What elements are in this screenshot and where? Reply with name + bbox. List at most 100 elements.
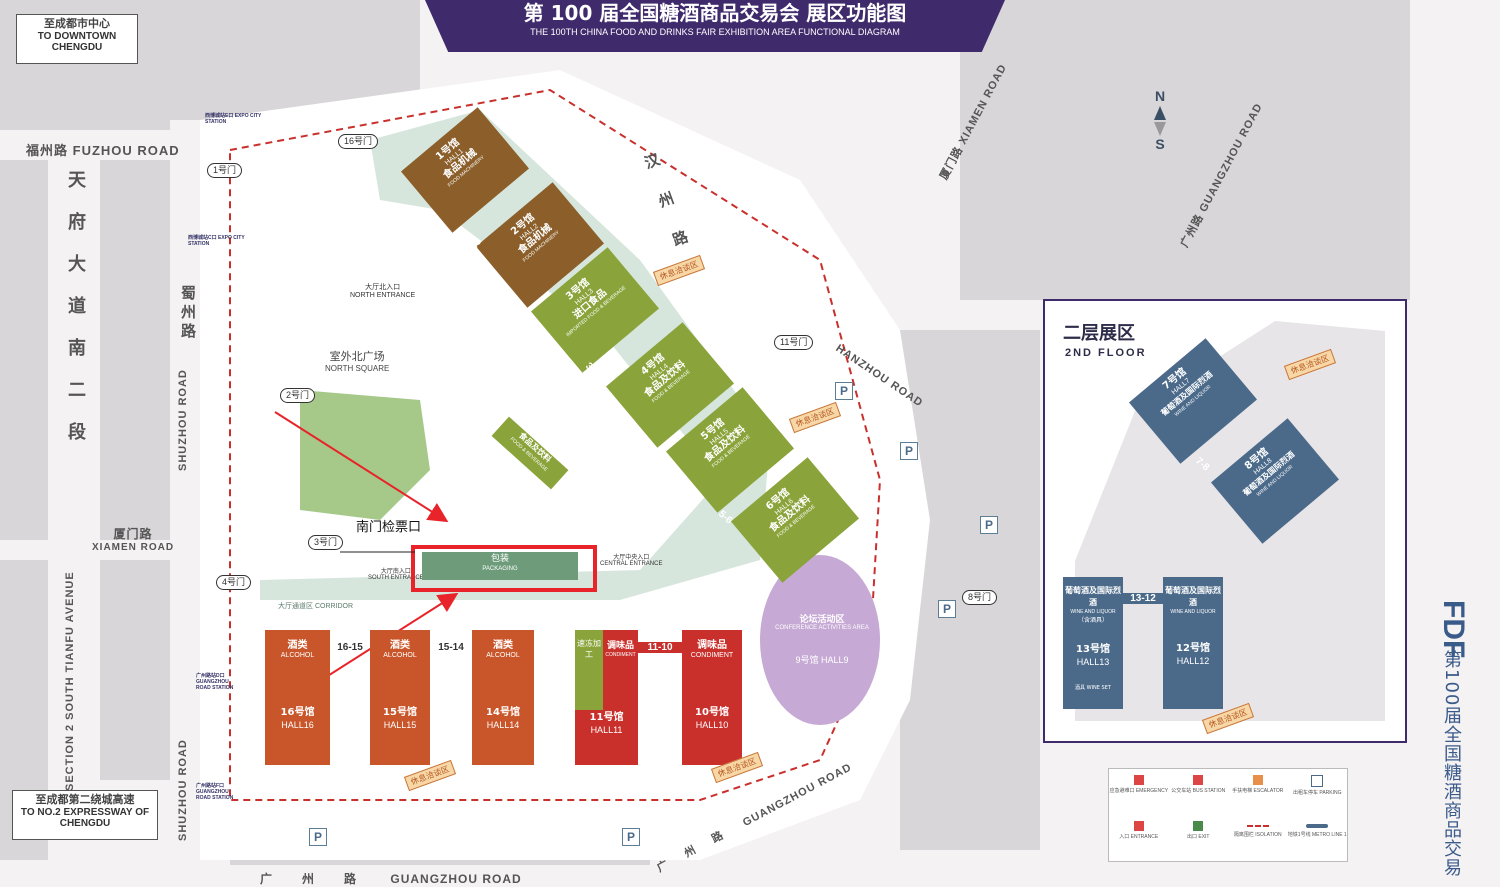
- hall-11-name: 11号馆: [589, 712, 624, 723]
- legend-label: 出租车停车 PARKING: [1292, 790, 1342, 796]
- brand-side-text: 第100届全国糖酒商品交易: [1441, 650, 1462, 878]
- legend-label: 应急避难口 EMERGENCY: [1109, 788, 1169, 794]
- station-expo-city-2: 西博城站C口 EXPO CITY STATION: [188, 235, 245, 247]
- connector-13-12: 13-12: [1123, 593, 1163, 604]
- hall-13-name: 13号馆: [1076, 644, 1110, 655]
- hall-15-name: 15号馆: [383, 707, 417, 718]
- central-entrance-en: CENTRAL ENTRANCE: [600, 561, 663, 567]
- conference-cn: 论坛活动区: [799, 615, 845, 625]
- hall-15-cat: 酒类: [390, 640, 410, 651]
- sign-downtown: 至成都市中心 TO DOWNTOWN CHENGDU: [16, 14, 138, 64]
- hall-10[interactable]: 调味品 CONDIMENT 10号馆 HALL10: [682, 630, 742, 765]
- wine-set-label: 酒具 WINE SET: [1075, 685, 1111, 691]
- hall-14-cat-en: ALCOHOL: [486, 652, 520, 659]
- hall-14-name: 14号馆: [486, 707, 520, 718]
- connector-15-14: 15-14: [438, 642, 464, 653]
- gate-2: 2号门: [280, 388, 316, 403]
- title-banner: 第 100 届全国糖酒商品交易会 展区功能图 THE 100TH CHINA F…: [425, 0, 1005, 52]
- frozen-block[interactable]: 速冻加工: [575, 630, 603, 710]
- legend-label: 公交车站 BUS STATION: [1171, 788, 1226, 794]
- legend-label: 手扶电梯 ESCALATOR: [1232, 788, 1284, 794]
- legend-item: 出租车停车 PARKING: [1288, 769, 1348, 815]
- legend-label: 地铁1号线 METRO LINE 1: [1287, 832, 1347, 838]
- parking-icon-1: P: [835, 382, 853, 400]
- legend-label: 隔离围栏 ISOLATION: [1233, 832, 1282, 838]
- road-fuzhou-cn: 福州路: [26, 144, 69, 159]
- road-guangzhou-bottom: 广州路 GUANGZHOU ROAD: [260, 870, 522, 887]
- connector-11-10: 11-10: [638, 642, 682, 653]
- hall-12-name: 12号馆: [1176, 643, 1210, 654]
- gate-8: 8号门: [962, 590, 998, 605]
- hall-10-en: HALL10: [695, 720, 729, 730]
- second-floor-subtitle: 2ND FLOOR: [1065, 347, 1147, 359]
- hall-16-name: 16号馆: [280, 707, 315, 718]
- road-fuzhou: 福州路 FUZHOU ROAD: [26, 140, 180, 159]
- sign-expressway-cn: 至成都第二绕城高速: [35, 793, 135, 806]
- hall-13-note: （含酒具）: [1077, 617, 1108, 624]
- hall-15-cat-en: ALCOHOL: [383, 652, 417, 659]
- conference-area[interactable]: 论坛活动区 CONFERENCE ACTIVITIES AREA 9号馆 HAL…: [772, 612, 872, 666]
- gate-1: 1号门: [207, 163, 243, 178]
- hall-10-cat: 调味品: [697, 640, 727, 651]
- sign-expressway: 至成都第二绕城高速 TO NO.2 EXPRESSWAY OF CHENGDU: [12, 790, 158, 840]
- hall-14[interactable]: 酒类 ALCOHOL 14号馆 HALL14: [472, 630, 534, 765]
- parking-icon-4: P: [938, 600, 956, 618]
- hall-11-base: 11号馆 HALL11: [575, 710, 638, 765]
- hall-11-en: HALL11: [590, 725, 623, 735]
- hall-15[interactable]: 酒类 ALCOHOL 15号馆 HALL15: [370, 630, 430, 765]
- frozen-label: 速冻加工: [577, 639, 601, 659]
- packaging-cn: 包装: [490, 554, 509, 564]
- compass-arrow-icon: [1154, 106, 1166, 120]
- road-xiamen-left: 厦门路 XIAMEN ROAD: [92, 525, 174, 553]
- sign-expressway-en: TO NO.2 EXPRESSWAY OF CHENGDU: [20, 807, 150, 829]
- north-square-cn: 室外北广场: [329, 350, 385, 363]
- legend-item: 公交车站 BUS STATION: [1169, 769, 1229, 815]
- south-entrance-en: SOUTH ENTRANCE: [368, 575, 424, 581]
- hall-12[interactable]: 葡萄酒及国际烈酒 WINE AND LIQUOR 12号馆 HALL12: [1163, 577, 1223, 709]
- gate-16: 16号门: [338, 134, 379, 149]
- compass: N S: [1150, 88, 1170, 152]
- hall-13-cat-en: WINE AND LIQUOR: [1070, 609, 1116, 615]
- north-entrance-en: NORTH ENTRANCE: [350, 292, 416, 299]
- hall-13-en: HALL13: [1076, 657, 1110, 667]
- road-fuzhou-en: FUZHOU ROAD: [72, 143, 180, 158]
- sign-downtown-cn: 至成都市中心: [44, 17, 110, 30]
- page-title: 第 100 届全国糖酒商品交易会 展区功能图: [523, 1, 907, 25]
- hall-16[interactable]: 酒类 ALCOHOL 16号馆 HALL16: [265, 630, 330, 765]
- station-guangzhou-2: 广州路站F口 GUANGZHOU ROAD STATION: [196, 783, 234, 801]
- hall-14-cat: 酒类: [493, 640, 513, 651]
- hall-13-cat: 葡萄酒及国际烈酒: [1065, 586, 1121, 607]
- gate-11: 11号门: [774, 335, 814, 350]
- road-xiamen-cn: 厦门路: [113, 527, 153, 541]
- station-expo-city-1: 西博城站E口 EXPO CITY STATION: [205, 113, 262, 125]
- page-subtitle: THE 100TH CHINA FOOD AND DRINKS FAIR EXH…: [530, 27, 900, 37]
- hall-16-en: HALL16: [281, 720, 314, 730]
- compass-south: S: [1155, 136, 1165, 152]
- station-guangzhou-1: 广州路站D口 GUANGZHOU ROAD STATION: [196, 673, 234, 691]
- road-shuzhou-cn: 蜀州路: [179, 285, 197, 342]
- connector-16-15: 16-15: [337, 642, 363, 653]
- north-entrance-cn: 大厅北入口: [365, 283, 401, 291]
- second-floor-title: 二层展区: [1063, 323, 1135, 344]
- north-square-en: NORTH SQUARE: [325, 364, 390, 373]
- gate-3: 3号门: [308, 535, 344, 550]
- legend-box: 应急避难口 EMERGENCY 公交车站 BUS STATION 手扶电梯 ES…: [1108, 768, 1348, 862]
- hall-11-cat: 调味品: [606, 641, 634, 651]
- legend-label: 入口 ENTRANCE: [1119, 834, 1159, 840]
- south-entrance-label: 大厅南入口 SOUTH ENTRANCE: [368, 566, 424, 581]
- hall-12-cat-en: WINE AND LIQUOR: [1170, 609, 1216, 615]
- hall-9-label: 9号馆 HALL9: [795, 655, 849, 665]
- road-guangzhou-bottom-cn: 广州路: [260, 872, 387, 886]
- hall-13[interactable]: 葡萄酒及国际烈酒 WINE AND LIQUOR （含酒具） 13号馆 HALL…: [1063, 577, 1123, 709]
- legend-item: 出口 EXIT: [1169, 815, 1229, 861]
- gate-4: 4号门: [216, 575, 252, 590]
- sign-downtown-en: TO DOWNTOWN CHENGDU: [37, 31, 117, 53]
- packaging-en: PACKAGING: [482, 566, 518, 572]
- legend-item: 手扶电梯 ESCALATOR: [1228, 769, 1288, 815]
- parking-icon-3: P: [980, 516, 998, 534]
- packaging-zone[interactable]: 包装 PACKAGING: [422, 552, 578, 580]
- hall-16-cat: 酒类: [287, 640, 308, 651]
- parking-icon-2: P: [900, 442, 918, 460]
- hall-11-cat-en: CONDIMENT: [605, 652, 636, 658]
- conference-en: CONFERENCE ACTIVITIES AREA: [775, 625, 869, 631]
